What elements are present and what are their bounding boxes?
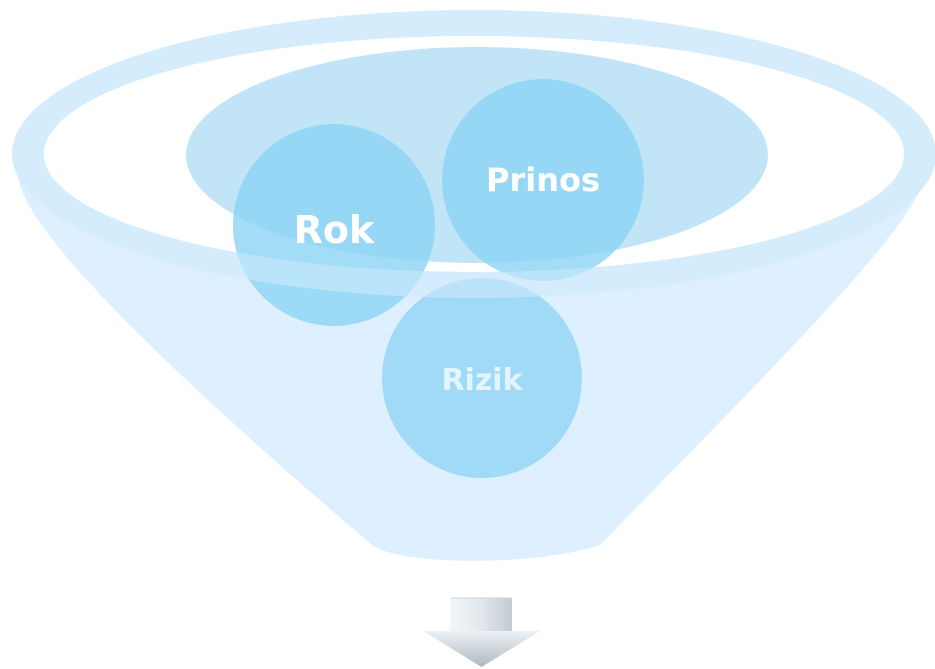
down-arrow-icon — [423, 597, 540, 667]
circle-rizik — [382, 278, 582, 478]
funnel-rim-front — [12, 154, 935, 298]
label-prinos: Prinos — [486, 161, 600, 199]
label-rizik: Rizik — [441, 363, 523, 398]
label-rok: Rok — [294, 208, 375, 252]
circle-prinos — [442, 79, 644, 281]
